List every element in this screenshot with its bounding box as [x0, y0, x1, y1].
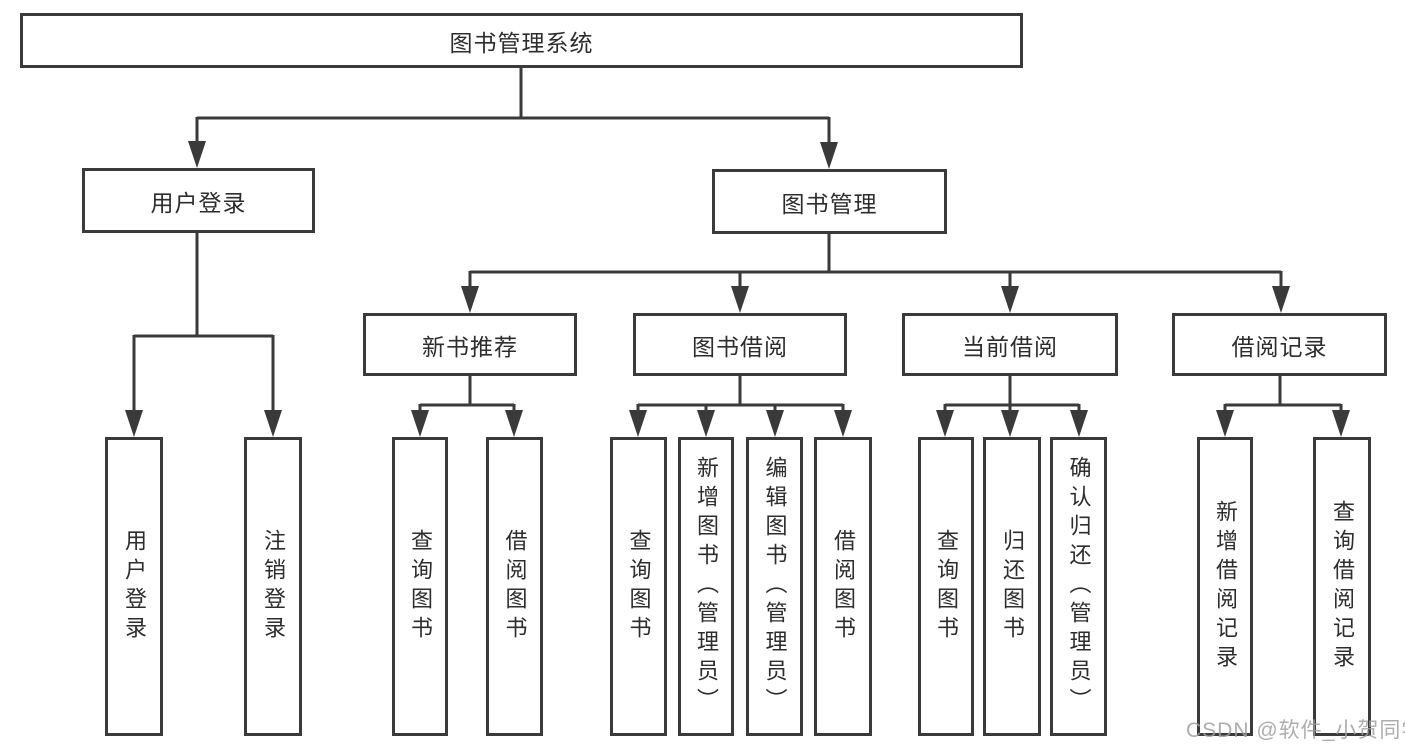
node-label: 当前借阅: [962, 333, 1058, 360]
leaf-user-login: 用户登录: [105, 437, 163, 736]
node-new-book-recommend: 新书推荐: [363, 313, 577, 376]
leaf-return-book: 归还图书: [983, 437, 1041, 736]
node-label: 新书推荐: [422, 333, 518, 360]
node-root-library-system: 图书管理系统: [20, 13, 1023, 68]
node-label: 查询借阅记录: [1330, 499, 1355, 674]
node-label: 借阅图书: [831, 528, 856, 645]
node-label: 新增借阅记录: [1213, 499, 1238, 674]
node-current-borrowing: 当前借阅: [902, 313, 1118, 376]
node-book-borrowing: 图书借阅: [633, 313, 847, 376]
node-label: 查询图书: [408, 528, 433, 645]
leaf-query-book-current: 查询图书: [918, 437, 974, 736]
leaf-query-borrow-record: 查询借阅记录: [1313, 437, 1371, 736]
node-label: 编辑图书（管理员）: [762, 456, 788, 717]
node-label: 查询图书: [626, 528, 652, 645]
leaf-query-book-recommend: 查询图书: [392, 437, 448, 736]
leaf-confirm-return-admin: 确认归还（管理员）: [1050, 437, 1107, 736]
leaf-query-book-borrowing: 查询图书: [610, 437, 667, 736]
leaf-add-borrow-record: 新增借阅记录: [1197, 437, 1253, 736]
node-label: 借阅图书: [502, 528, 528, 645]
node-label: 图书管理系统: [449, 29, 594, 56]
leaf-borrow-book-recommend: 借阅图书: [486, 437, 543, 736]
leaf-borrow-book: 借阅图书: [814, 437, 872, 736]
leaf-edit-book-admin: 编辑图书（管理员）: [746, 437, 803, 736]
node-book-management: 图书管理: [712, 169, 947, 234]
node-label: 用户登录: [150, 189, 247, 216]
node-label: 新增图书（管理员）: [694, 456, 719, 717]
node-label: 查询图书: [934, 528, 959, 645]
node-label: 图书管理: [781, 190, 878, 217]
node-label: 图书借阅: [692, 333, 788, 360]
node-label: 注销登录: [261, 528, 286, 645]
node-user-login: 用户登录: [82, 168, 315, 233]
node-label: 确认归还（管理员）: [1066, 456, 1092, 717]
leaf-logout: 注销登录: [244, 437, 302, 736]
node-label: 借阅记录: [1231, 333, 1328, 360]
node-label: 用户登录: [122, 528, 147, 645]
leaf-add-book-admin: 新增图书（管理员）: [678, 437, 734, 736]
node-borrow-records: 借阅记录: [1172, 313, 1387, 376]
csdn-watermark: CSDN @软件_小贺同学: [1186, 719, 1405, 742]
node-label: 归还图书: [1000, 528, 1025, 645]
